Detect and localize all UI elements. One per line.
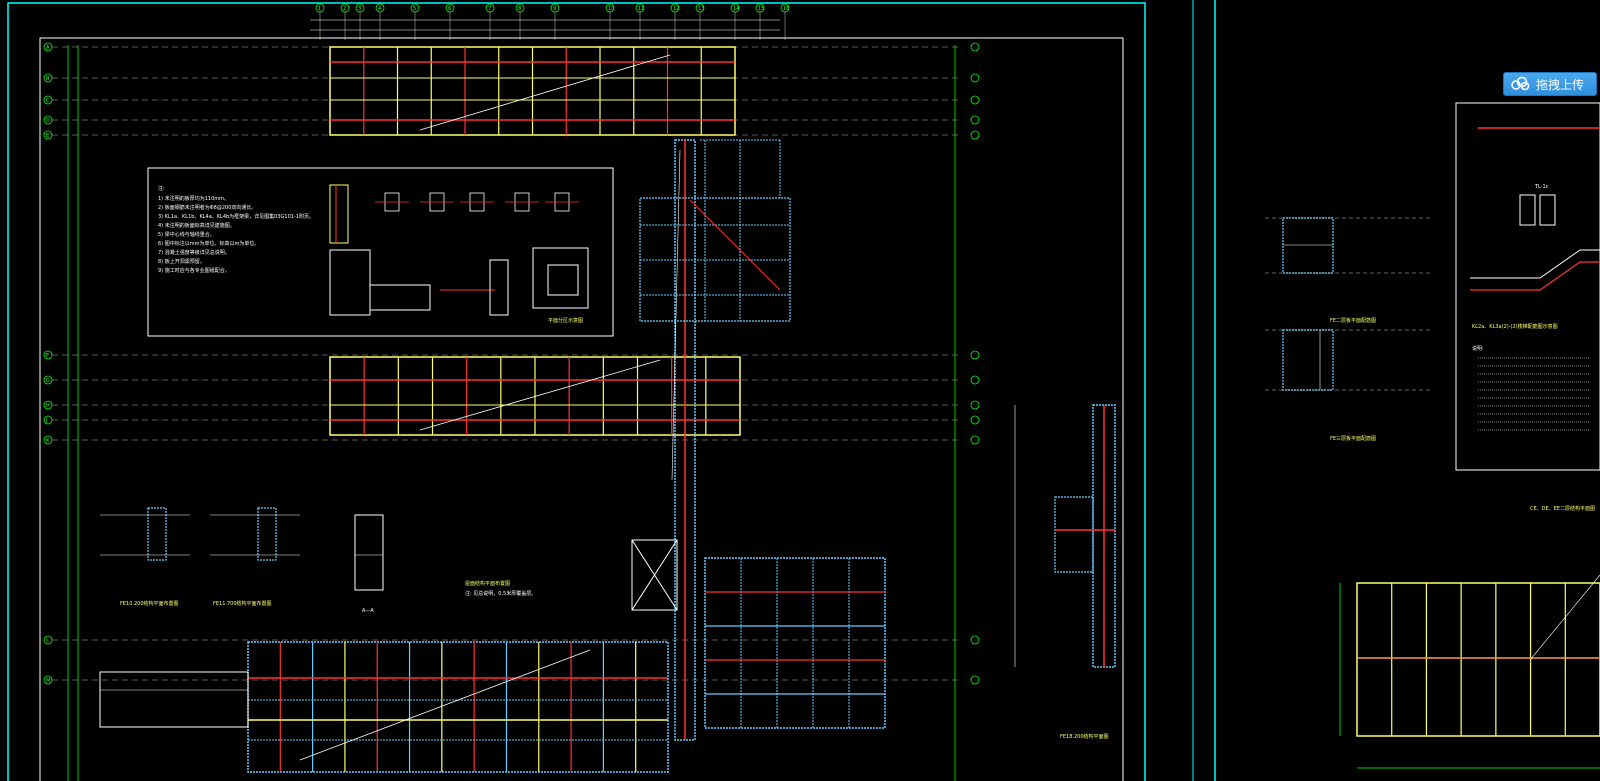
grid-bubble-label: G (46, 378, 50, 384)
grid-bubble-label: C (46, 98, 50, 104)
grid-bubble-label: J (45, 418, 47, 424)
grid-bubble-label: 2 (343, 6, 346, 12)
grid-bubble-label: F (46, 353, 49, 359)
grid-bubble-label: 6 (448, 6, 451, 12)
right-details-panel: TL-1c KL2a、KL3a(2)-(2)楼梯配筋图示意图 说明: (1455, 102, 1600, 471)
grid-bubble-label: D (46, 118, 50, 124)
svg-text:KL2a、KL3a(2)-(2)楼梯配筋图示意图: KL2a、KL3a(2)-(2)楼梯配筋图示意图 (1472, 323, 1558, 330)
svg-text:FE10.200结构平面布置图: FE10.200结构平面布置图 (120, 600, 179, 607)
note-line: 7) 混凝土强度等级详见总说明。 (158, 249, 230, 256)
notes-heading: 注: (158, 185, 165, 192)
grid-bubble-label: 10 (608, 6, 614, 12)
note-line: 4) 未注明的板面标高详见建施图。 (158, 222, 235, 229)
svg-text:FE11.700结构平面布置图: FE11.700结构平面布置图 (213, 600, 272, 607)
svg-text:FE三层板平面配筋图: FE三层板平面配筋图 (1330, 435, 1376, 442)
svg-text:FE18.200结构平面图: FE18.200结构平面图 (1060, 733, 1109, 740)
grid-bubble-label: M (46, 678, 50, 684)
note-line: 8) 板上开洞需预留。 (158, 258, 205, 265)
note-line: 3) KL1a、KL1b、KL4a、KL4b为框架梁，详见图集03G101-1附… (158, 213, 314, 220)
grid-bubble-label: L (46, 638, 49, 644)
left-grid-axis: A B C D E F G H J K L M (43, 42, 980, 781)
grid-bubble-label: B (46, 76, 50, 82)
right-sheet-plan-2: FE三层板平面配筋图 (1265, 329, 1430, 442)
grid-bubble-label: A (46, 45, 50, 51)
plan-block-middle (329, 356, 741, 436)
grid-bubble-label: H (46, 403, 50, 409)
main-plan-title: 屋面结构平面布置图 (465, 580, 510, 587)
plan-block-bottom (99, 641, 669, 773)
note-line: 5) 梁中心线与轴线重合。 (158, 231, 215, 238)
right-bottom-plan: CE、DE、EE二层结构平面图 (1339, 505, 1600, 769)
svg-text:TL-1c: TL-1c (1534, 184, 1549, 190)
sheet-inner-frame-left (39, 37, 1124, 781)
notes-panel: 注: 1) 未注明的板厚均为110mm。 2) 板面钢筋未注明者为Φ8@200双向… (147, 167, 614, 337)
svg-text:FE二层板平面配筋图: FE二层板平面配筋图 (1330, 317, 1376, 324)
small-plan-2: FE11.700结构平面布置图 (210, 507, 300, 607)
drag-upload-label: 拖拽上传 (1536, 77, 1585, 92)
right-sheet-plan-1: FE二层板平面配筋图 (1265, 217, 1430, 324)
plan-block-bottom-right (631, 539, 886, 729)
plan-corridor (671, 139, 696, 741)
sheet-frame-left (7, 2, 1146, 781)
small-plan-1: FE10.200结构平面布置图 (100, 507, 190, 607)
note-line: 1) 未注明的板厚均为110mm。 (158, 195, 229, 202)
grid-bubble-label: 13 (698, 6, 704, 12)
grid-bubble-label: 3 (358, 6, 361, 12)
right-tall-plan: FE18.200结构平面图 (1014, 404, 1116, 740)
svg-text:CE、DE、EE二层结构平面图: CE、DE、EE二层结构平面图 (1530, 505, 1595, 512)
section-a-a: A—A (354, 514, 384, 614)
svg-text:A—A: A—A (362, 608, 374, 614)
plan-block-side (639, 139, 791, 322)
grid-bubble-label: 14 (733, 6, 739, 12)
note-line: 2) 板面钢筋未注明者为Φ8@200双向通长。 (158, 204, 256, 211)
grid-bubble-label: E (46, 133, 49, 139)
plan-block-top (329, 46, 736, 136)
grid-bubble-label: 4 (378, 6, 381, 12)
main-plan-note: 注: 见总说明，0.5米厚覆盖层。 (465, 590, 536, 597)
cloud-upload-icon (1511, 76, 1530, 91)
grid-bubble-label: 11 (638, 6, 644, 12)
grid-bubble-label: 8 (518, 6, 521, 12)
grid-bubble-label: 7 (488, 6, 491, 12)
grid-bubble-label: 12 (673, 6, 679, 12)
note-line: 6) 图中标注以mm为单位，标高以m为单位。 (158, 240, 259, 247)
key-plan-title: 平面分区示意图 (548, 317, 583, 324)
grid-bubble-label: 16 (783, 6, 789, 12)
grid-bubble-label: 15 (758, 6, 764, 12)
grid-bubble-label: K (46, 438, 50, 444)
grid-bubble-label: 9 (553, 6, 556, 12)
svg-text:说明:: 说明: (1472, 345, 1484, 352)
note-line: 9) 施工时应与各专业图纸配合。 (158, 267, 230, 274)
drag-upload-button[interactable]: 拖拽上传 (1503, 72, 1597, 96)
grid-bubble-label: 5 (413, 6, 416, 12)
grid-bubble-label: 1 (318, 6, 321, 12)
